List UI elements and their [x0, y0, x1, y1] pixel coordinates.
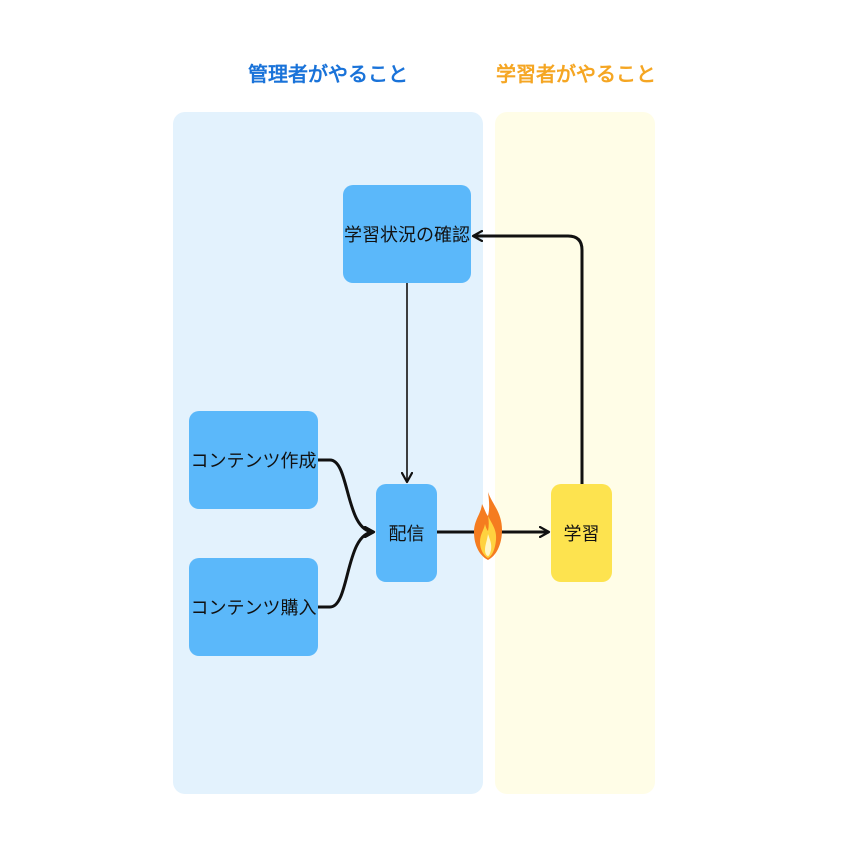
fire-icon — [474, 492, 502, 560]
lane-learner-title: 学習者がやること — [496, 62, 656, 86]
lane-learner — [495, 112, 655, 794]
node-deliver[interactable]: 配信 — [376, 484, 437, 582]
lane-admin-title: 管理者がやること — [248, 62, 408, 86]
node-learn[interactable]: 学習 — [551, 484, 612, 582]
node-check-progress[interactable]: 学習状況の確認 — [343, 185, 471, 283]
node-buy-content[interactable]: コンテンツ購入 — [189, 558, 318, 656]
node-create-content[interactable]: コンテンツ作成 — [189, 411, 318, 509]
